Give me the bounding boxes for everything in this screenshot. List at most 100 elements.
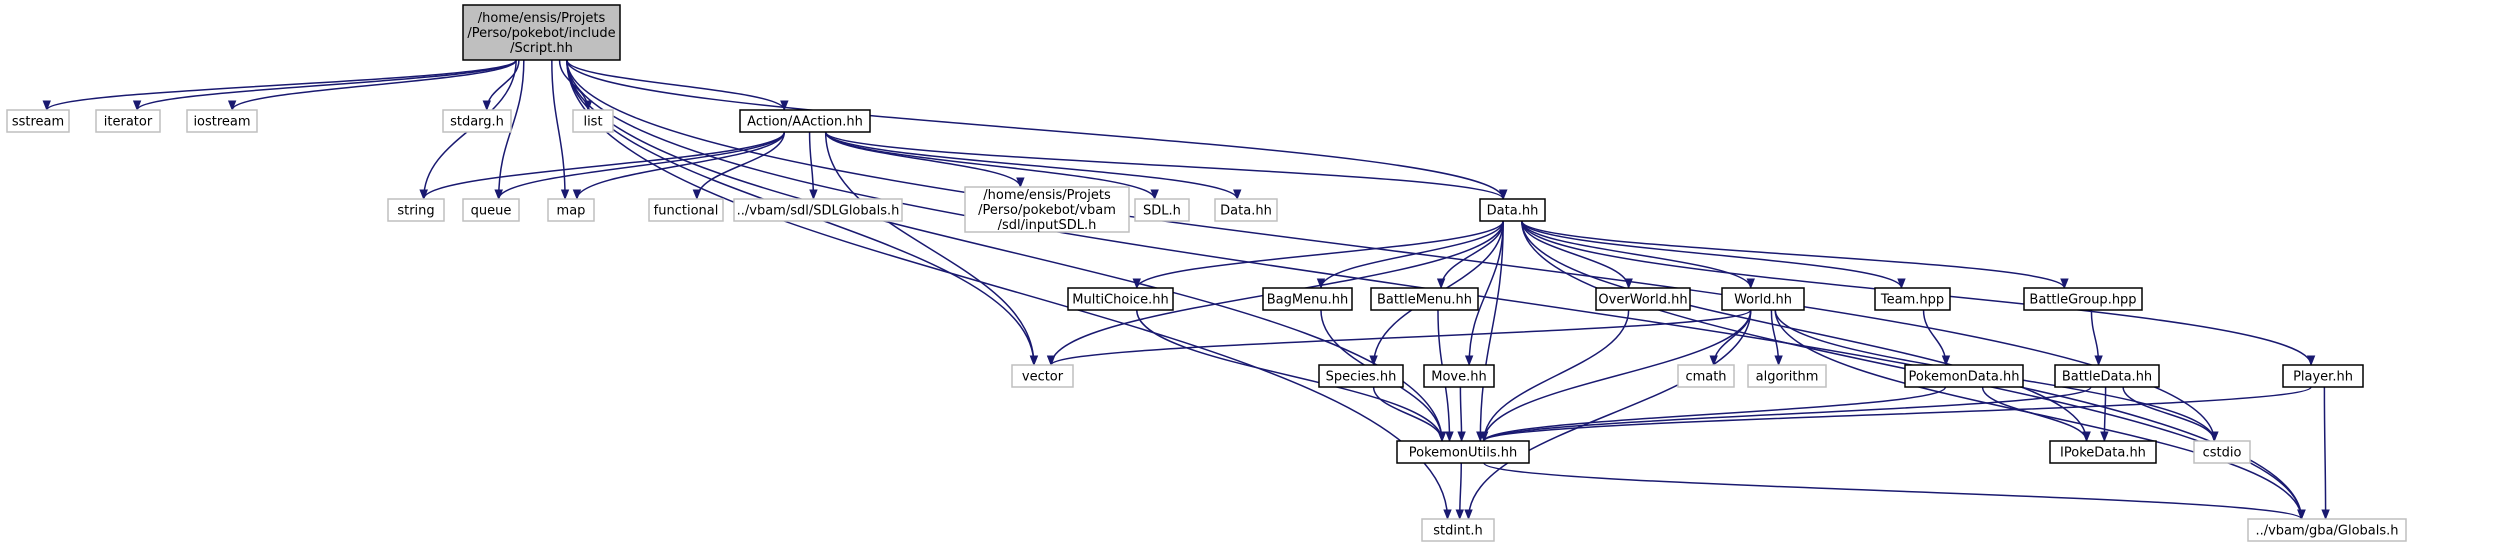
node-label-queue: queue <box>471 204 512 219</box>
node-box-pokemondata <box>1904 364 2024 388</box>
node-box-string <box>387 198 445 222</box>
edge-player-to-pokemonutils <box>1480 386 2312 443</box>
node-species[interactable]: Species.hh <box>1318 364 1404 388</box>
node-box-team <box>1874 287 1951 311</box>
node-box-battlegroup <box>2023 287 2143 311</box>
node-label-move: Move.hh <box>1431 370 1486 385</box>
node-box-functional <box>648 198 724 222</box>
node-box-iostream <box>186 109 258 133</box>
node-box-overworld <box>1595 287 1691 311</box>
node-stdarg: stdarg.h <box>442 109 512 133</box>
edge-aaction-to-data <box>824 131 1508 201</box>
node-pokemondata[interactable]: PokemonData.hh <box>1904 364 2024 388</box>
node-label-vector: vector <box>1022 370 1064 385</box>
node-label-battlegroup: BattleGroup.hpp <box>2029 293 2136 308</box>
edge-data-to-battlemenu <box>1436 220 1504 290</box>
edge-battledata-to-ipokedata <box>2100 386 2109 443</box>
node-box-multichoice <box>1067 287 1174 311</box>
node-label-team: Team.hpp <box>1880 293 1944 308</box>
node-box-list <box>572 109 614 133</box>
edge-aaction-to-vector <box>824 131 1039 367</box>
node-label-battlemenu: BattleMenu.hh <box>1377 293 1472 308</box>
node-ipokedata[interactable]: IPokeData.hh <box>2049 440 2157 464</box>
node-inputsdl: /home/ensis/Projets/Perso/pokebot/vbam/s… <box>964 186 1130 233</box>
node-label-overworld: OverWorld.hh <box>1598 293 1687 308</box>
node-label-player: Player.hh <box>2293 370 2353 385</box>
node-label-inputsdl: /home/ensis/Projets <box>983 188 1111 203</box>
node-label-pokemondata: PokemonData.hh <box>1909 370 2020 385</box>
node-battlegroup[interactable]: BattleGroup.hpp <box>2023 287 2143 311</box>
node-box-aaction <box>739 109 871 133</box>
node-player[interactable]: Player.hh <box>2282 364 2364 388</box>
node-label-data: Data.hh <box>1487 204 1539 219</box>
node-battlemenu[interactable]: BattleMenu.hh <box>1370 287 1479 311</box>
node-box-bagmenu <box>1262 287 1353 311</box>
node-label-multichoice: MultiChoice.hh <box>1072 293 1168 308</box>
node-label-iterator: iterator <box>104 115 153 130</box>
node-label-list: list <box>583 115 602 130</box>
node-data[interactable]: Data.hh <box>1479 198 1546 222</box>
node-box-cstdio <box>2193 440 2251 464</box>
node-stdint: stdint.h <box>1421 518 1495 542</box>
edge-battledata-to-cstdio <box>2122 386 2219 443</box>
node-box-cmath <box>1677 364 1735 388</box>
node-sdlh: SDL.h <box>1134 198 1190 222</box>
node-bagmenu[interactable]: BagMenu.hh <box>1262 287 1353 311</box>
edge-aaction-to-inputsdl <box>824 131 1025 189</box>
node-script[interactable]: /home/ensis/Projets/Perso/pokebot/includ… <box>462 4 621 61</box>
node-cmath: cmath <box>1677 364 1735 388</box>
node-box-iterator <box>95 109 161 133</box>
node-cstdio: cstdio <box>2193 440 2251 464</box>
node-string: string <box>387 198 445 222</box>
node-label-ipokedata: IPokeData.hh <box>2060 446 2146 461</box>
edge-script-to-data <box>566 59 1508 201</box>
node-move[interactable]: Move.hh <box>1423 364 1495 388</box>
edge-script-to-iterator <box>133 59 517 112</box>
edge-script-to-sstream <box>42 59 517 112</box>
edge-pokemonutils-to-globals <box>1483 462 2306 521</box>
edge-script-to-map <box>551 59 570 201</box>
edge-aaction-to-sdlglobals <box>808 131 818 201</box>
node-multichoice[interactable]: MultiChoice.hh <box>1067 287 1174 311</box>
node-box-sstream <box>6 109 70 133</box>
node-label-script: /Script.hh <box>510 41 573 56</box>
node-label-cstdio: cstdio <box>2203 446 2242 461</box>
edge-aaction-to-datahh_sys <box>824 131 1242 201</box>
edge-data-to-battlegroup <box>1521 220 2069 290</box>
node-overworld[interactable]: OverWorld.hh <box>1595 287 1691 311</box>
node-world[interactable]: World.hh <box>1721 287 1805 311</box>
edge-aaction-to-sdlh <box>824 131 1159 201</box>
node-label-map: map <box>557 204 586 219</box>
node-label-species: Species.hh <box>1326 370 1397 385</box>
node-box-data <box>1479 198 1546 222</box>
edge-overworld-to-pokemonutils <box>1479 309 1630 443</box>
node-box-stdarg <box>442 109 512 133</box>
node-sstream: sstream <box>6 109 70 133</box>
node-team[interactable]: Team.hpp <box>1874 287 1951 311</box>
edge-aaction-to-string <box>419 131 786 201</box>
node-label-battledata: BattleData.hh <box>2062 370 2152 385</box>
node-label-string: string <box>397 204 434 219</box>
node-label-functional: functional <box>654 204 719 219</box>
edge-script-to-pokemonutils <box>566 59 1447 443</box>
node-label-cmath: cmath <box>1685 370 1726 385</box>
node-sdlglobals: ../vbam/sdl/SDLGlobals.h <box>733 198 903 222</box>
node-box-world <box>1721 287 1805 311</box>
edge-player-to-globals <box>2321 386 2330 521</box>
node-aaction[interactable]: Action/AAction.hh <box>739 109 871 133</box>
edge-data-to-overworld <box>1521 220 1633 290</box>
node-datahh_sys: Data.hh <box>1214 198 1278 222</box>
node-battledata[interactable]: BattleData.hh <box>2054 364 2160 388</box>
node-pokemonutils[interactable]: PokemonUtils.hh <box>1396 440 1530 464</box>
node-box-ipokedata <box>2049 440 2157 464</box>
node-box-map <box>547 198 595 222</box>
edge-world-to-vector <box>1047 309 1752 367</box>
edge-pokemonutils-to-stdint <box>1455 462 1464 521</box>
node-label-aaction: Action/AAction.hh <box>747 115 863 130</box>
node-box-sdlh <box>1134 198 1190 222</box>
node-label-sdlglobals: ../vbam/sdl/SDLGlobals.h <box>737 204 900 219</box>
edge-aaction-to-functional <box>692 131 786 201</box>
edge-aaction-to-queue <box>494 131 786 201</box>
edge-data-to-world <box>1521 220 1755 290</box>
